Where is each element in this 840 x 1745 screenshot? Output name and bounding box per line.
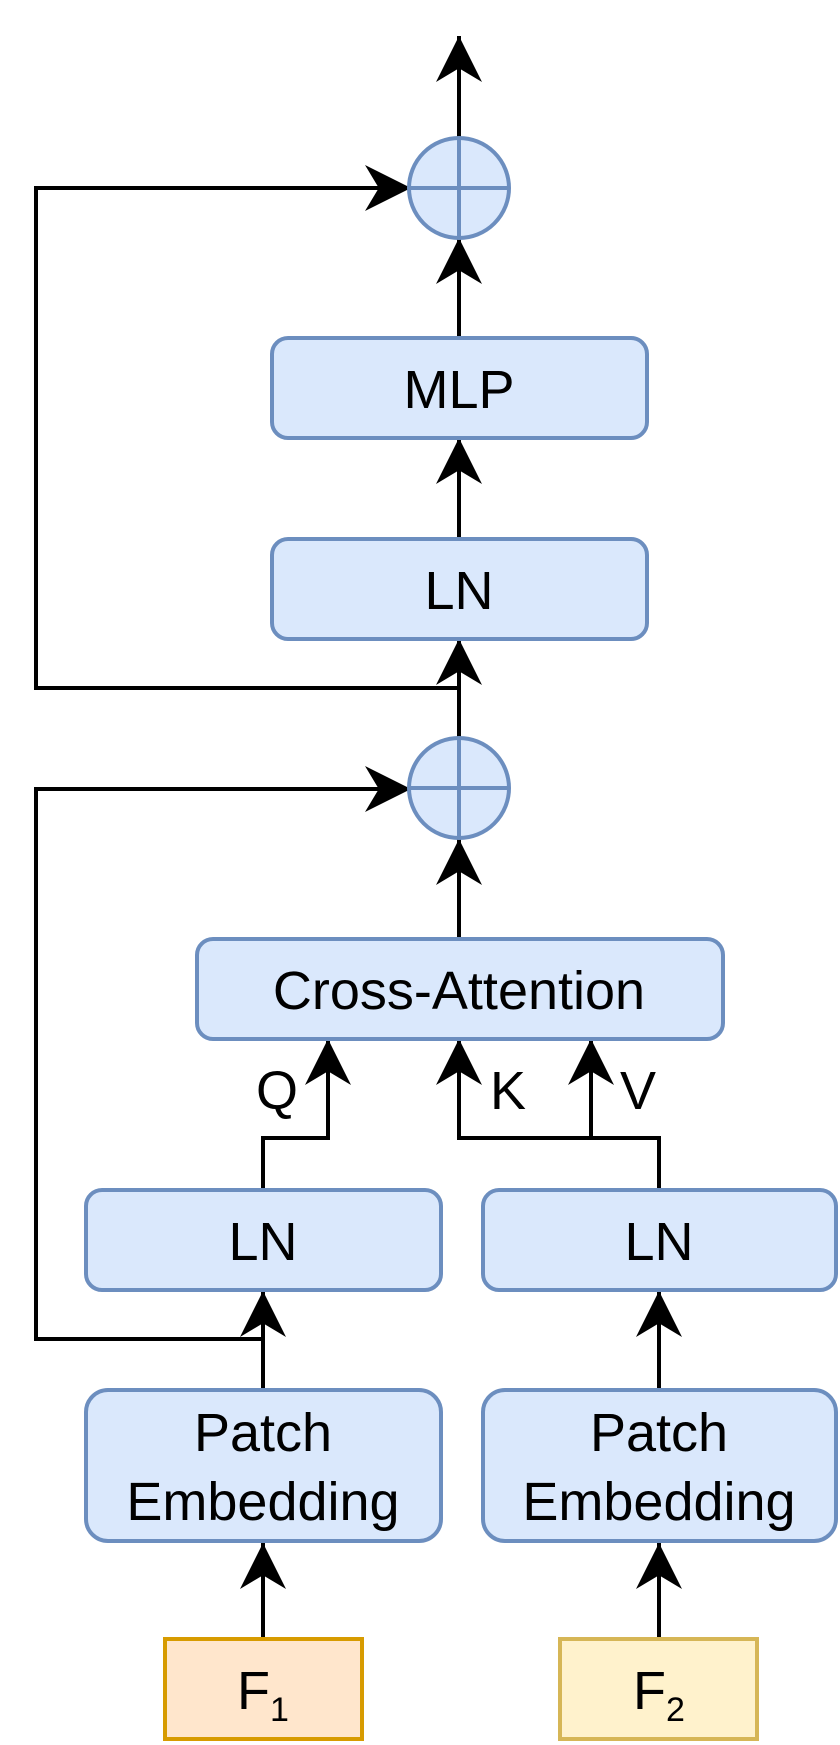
patch-embedding-block-right: Patch Embedding bbox=[481, 1388, 838, 1543]
arrow-k bbox=[436, 1039, 661, 1188]
input-f2-label: F2 bbox=[633, 1661, 685, 1729]
patch-embedding-block-left: Patch Embedding bbox=[84, 1388, 443, 1543]
cross-attention-block: Cross-Attention bbox=[195, 937, 725, 1041]
edge-label-q: Q bbox=[256, 1061, 298, 1121]
cross-attention-label: Cross-Attention bbox=[273, 961, 645, 1021]
arrow-residual-to-lower-plus bbox=[34, 766, 411, 1341]
ln-left-label: LN bbox=[228, 1212, 297, 1272]
mlp-label: MLP bbox=[403, 360, 514, 420]
patch-embedding-right-line2: Embedding bbox=[522, 1472, 795, 1532]
ln-right-label: LN bbox=[624, 1212, 693, 1272]
input-f1: F1 bbox=[163, 1637, 364, 1741]
add-node-upper bbox=[407, 136, 511, 240]
ln-block-right: LN bbox=[481, 1188, 838, 1292]
patch-embedding-left-line1: Patch bbox=[194, 1403, 332, 1463]
ln-top-label: LN bbox=[424, 561, 493, 621]
add-node-lower bbox=[407, 736, 511, 840]
ln-block-left: LN bbox=[84, 1188, 443, 1292]
connectors bbox=[34, 36, 682, 1637]
edge-label-k: K bbox=[490, 1061, 526, 1121]
input-f1-label: F1 bbox=[237, 1661, 289, 1729]
input-f2: F2 bbox=[558, 1637, 759, 1741]
ln-block-top: LN bbox=[270, 537, 649, 641]
arrow-residual-to-upper-plus bbox=[34, 165, 459, 690]
arrow-q bbox=[261, 1039, 351, 1188]
patch-embedding-right-line1: Patch bbox=[590, 1403, 728, 1463]
patch-embedding-left-line2: Embedding bbox=[126, 1472, 399, 1532]
mlp-block: MLP bbox=[270, 336, 649, 440]
edge-label-v: V bbox=[620, 1061, 656, 1121]
